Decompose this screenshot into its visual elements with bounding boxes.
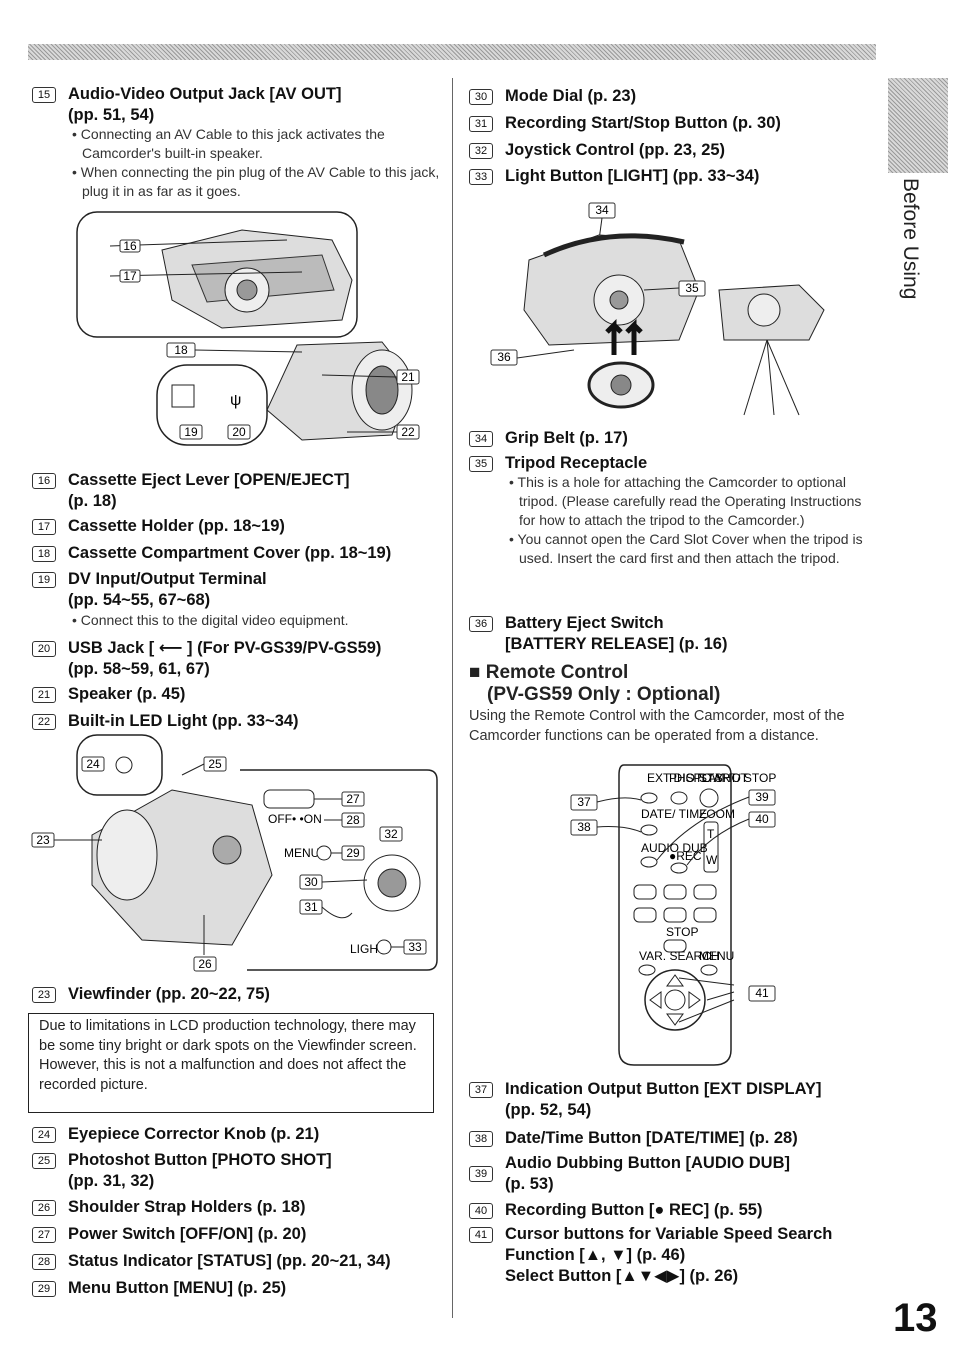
svg-text:EXT DISPLAY: EXT DISPLAY — [647, 771, 723, 785]
item-15: 15 Audio-Video Output Jack [AV OUT] (pp.… — [32, 84, 437, 126]
svg-text:T: T — [707, 827, 715, 841]
svg-text:31: 31 — [304, 900, 318, 914]
svg-text:32: 32 — [384, 827, 398, 841]
item-17: 17 Cassette Holder (pp. 18~19) — [32, 516, 285, 537]
item-33: 33 Light Button [LIGHT] (pp. 33~34) — [469, 166, 759, 187]
svg-text:17: 17 — [123, 269, 137, 283]
svg-text:MENU: MENU — [699, 949, 734, 963]
item-37: 37 Indication Output Button [EXT DISPLAY… — [469, 1079, 822, 1121]
item-40: 40 Recording Button [● REC] (p. 55) — [469, 1200, 762, 1221]
svg-text:VAR. SEARCH: VAR. SEARCH — [639, 949, 719, 963]
camcorder-top-figure: 24 23 25 26 OFF• •ON 27 28 MENU 29 32 30 — [31, 734, 438, 972]
svg-text:34: 34 — [595, 203, 609, 217]
svg-text:39: 39 — [755, 790, 769, 804]
item-34: 34 Grip Belt (p. 17) — [469, 428, 628, 449]
item-32: 32 Joystick Control (pp. 23, 25) — [469, 140, 725, 161]
svg-text:20: 20 — [232, 425, 246, 439]
grip-tripod-figure: 34 35 36 — [490, 202, 825, 416]
item-31: 31 Recording Start/Stop Button (p. 30) — [469, 113, 781, 134]
svg-text:35: 35 — [685, 281, 699, 295]
item-30: 30 Mode Dial (p. 23) — [469, 86, 636, 107]
svg-text:36: 36 — [497, 350, 511, 364]
svg-text:24: 24 — [86, 757, 100, 771]
svg-text:19: 19 — [184, 425, 198, 439]
item-16: 16 Cassette Eject Lever [OPEN/EJECT] (p.… — [32, 470, 350, 512]
column-divider — [452, 78, 453, 1318]
item-35-notes: • This is a hole for attaching the Camco… — [509, 474, 863, 566]
svg-text:PHOTO SHOT: PHOTO SHOT — [669, 771, 749, 785]
svg-text:DATE/ TIME: DATE/ TIME — [641, 807, 707, 821]
svg-text:18: 18 — [174, 343, 188, 357]
camcorder-side-figure: 16 17 ψ 18 19 20 21 22 — [76, 211, 420, 446]
remote-control-heading: ■ Remote Control (PV-GS59 Only : Optiona… — [469, 662, 721, 705]
item-24: 24 Eyepiece Corrector Knob (p. 21) — [32, 1124, 319, 1145]
svg-text:23: 23 — [36, 833, 50, 847]
item-26: 26 Shoulder Strap Holders (p. 18) — [32, 1197, 305, 1218]
item-41: 41 Cursor buttons for Variable Speed Sea… — [469, 1224, 832, 1287]
svg-text:30: 30 — [304, 875, 318, 889]
svg-text:27: 27 — [346, 792, 360, 806]
item-23: 23 Viewfinder (pp. 20~22, 75) — [32, 984, 270, 1005]
item-29: 29 Menu Button [MENU] (p. 25) — [32, 1278, 286, 1299]
svg-text:W: W — [706, 853, 718, 867]
svg-text:OFF• •ON: OFF• •ON — [268, 812, 322, 826]
svg-text:16: 16 — [123, 239, 137, 253]
svg-text:37: 37 — [577, 795, 591, 809]
page-number: 13 — [893, 1296, 938, 1340]
item-25: 25 Photoshot Button [PHOTO SHOT] (pp. 31… — [32, 1150, 332, 1192]
svg-text:21: 21 — [401, 370, 415, 384]
section-tab-label: Before Using — [899, 178, 922, 300]
remote-control-description: Using the Remote Control with the Camcor… — [469, 708, 845, 744]
svg-text:22: 22 — [401, 425, 415, 439]
item-36: 36 Battery Eject Switch [BATTERY RELEASE… — [469, 613, 727, 655]
svg-text:25: 25 — [208, 757, 222, 771]
svg-text:AUDIO DUB: AUDIO DUB — [641, 841, 708, 855]
item-19-note: • Connect this to the digital video equi… — [72, 612, 349, 628]
svg-text:29: 29 — [346, 846, 360, 860]
svg-text:38: 38 — [577, 820, 591, 834]
svg-text:28: 28 — [346, 813, 360, 827]
svg-text:START/ STOP: START/ STOP — [699, 771, 776, 785]
svg-text:41: 41 — [755, 986, 769, 1000]
item-18: 18 Cassette Compartment Cover (pp. 18~19… — [32, 543, 391, 564]
svg-text:●REC: ●REC — [669, 849, 702, 863]
top-pattern-band — [28, 44, 876, 60]
svg-text:STOP: STOP — [666, 925, 698, 939]
svg-text:ψ: ψ — [230, 392, 241, 409]
item-19: 19 DV Input/Output Terminal (pp. 54~55, … — [32, 569, 267, 611]
item-39: 39 Audio Dubbing Button [AUDIO DUB] (p. … — [469, 1153, 790, 1195]
item-20: 20 USB Jack [ ⟵ ] (For PV-GS39/PV-GS59) … — [32, 638, 381, 680]
lcd-note-box: Due to limitations in LCD production tec… — [28, 1013, 434, 1113]
svg-text:ZOOM: ZOOM — [699, 807, 735, 821]
item-22: 22 Built-in LED Light (pp. 33~34) — [32, 711, 299, 732]
item-27: 27 Power Switch [OFF/ON] (p. 20) — [32, 1224, 306, 1245]
item-38: 38 Date/Time Button [DATE/TIME] (p. 28) — [469, 1128, 798, 1149]
remote-control-figure: EXT DISPLAY PHOTO SHOT START/ STOP DATE/… — [570, 764, 776, 1066]
svg-text:MENU: MENU — [284, 846, 319, 860]
svg-text:26: 26 — [198, 957, 212, 971]
item-35: 35 Tripod Receptacle — [469, 453, 647, 474]
svg-text:40: 40 — [755, 812, 769, 826]
item-28: 28 Status Indicator [STATUS] (pp. 20~21,… — [32, 1251, 391, 1272]
item-21: 21 Speaker (p. 45) — [32, 684, 185, 705]
section-tab — [888, 78, 948, 173]
item-15-notes: • Connecting an AV Cable to this jack ac… — [72, 126, 440, 199]
svg-text:33: 33 — [408, 940, 422, 954]
